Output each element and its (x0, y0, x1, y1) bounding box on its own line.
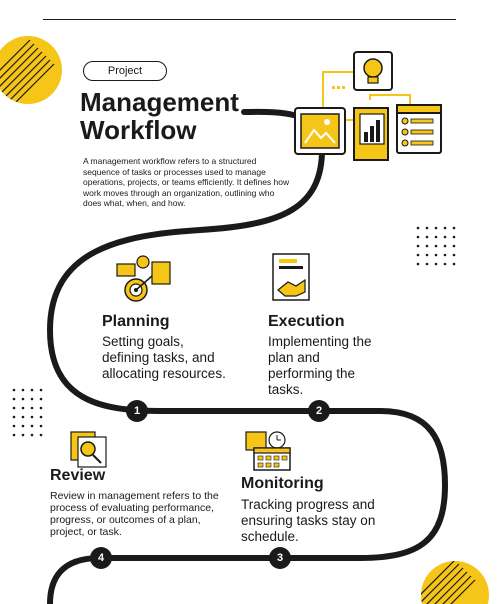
planning-title: Planning (102, 313, 170, 330)
step-marker-1: 1 (126, 400, 148, 422)
top-divider (43, 19, 456, 20)
decor-dot (452, 253, 456, 257)
decor-circle-top-left (0, 36, 62, 104)
decor-dot (443, 226, 447, 230)
decor-dot (21, 388, 25, 392)
review-text: Review in management refers to the proce… (50, 490, 219, 538)
decor-dot (434, 244, 438, 248)
connector-dots (332, 86, 345, 89)
decor-dot (39, 424, 43, 428)
lightbulb-icon (353, 51, 393, 91)
intro-text: A management workflow refers to a struct… (83, 156, 290, 208)
workflow-road (46, 108, 449, 604)
decor-dot (425, 235, 429, 239)
decor-dot (416, 262, 420, 266)
decor-dot (443, 262, 447, 266)
decor-dot (30, 415, 34, 419)
decor-dot (12, 406, 16, 410)
title-line-1: Management (80, 87, 239, 117)
chart-document-icon (353, 107, 389, 161)
decor-dot (425, 253, 429, 257)
decor-dot (30, 406, 34, 410)
monitoring-title: Monitoring (241, 475, 324, 492)
decor-dot (425, 226, 429, 230)
decor-dot (39, 406, 43, 410)
decor-dot (452, 235, 456, 239)
decor-dot (12, 424, 16, 428)
decor-dot (30, 388, 34, 392)
decor-dot (443, 244, 447, 248)
decor-circle-bottom-right (421, 561, 489, 604)
decor-dot (452, 244, 456, 248)
decor-dot (30, 433, 34, 437)
decor-dot (416, 253, 420, 257)
image-icon (294, 107, 346, 155)
decor-dot (39, 415, 43, 419)
decor-dot (434, 262, 438, 266)
decor-dot (434, 253, 438, 257)
decor-dot (434, 226, 438, 230)
decor-dot (21, 415, 25, 419)
decor-dot (443, 235, 447, 239)
decor-dot (21, 433, 25, 437)
decor-dot (39, 397, 43, 401)
checklist-icon (396, 104, 442, 154)
decor-dot (434, 235, 438, 239)
planning-text: Setting goals, defining tasks, and alloc… (102, 334, 226, 381)
decor-dot (30, 424, 34, 428)
decor-dot (21, 424, 25, 428)
decor-dot (12, 388, 16, 392)
step-marker-2: 2 (308, 400, 330, 422)
decor-dot (416, 244, 420, 248)
decor-dot (425, 244, 429, 248)
decor-dot (21, 406, 25, 410)
page-title: Management Workflow (80, 88, 239, 144)
decor-dot (12, 415, 16, 419)
review-title: Review (50, 467, 106, 484)
decor-dot (12, 397, 16, 401)
project-tag: Project (83, 61, 167, 81)
decor-dot (443, 253, 447, 257)
decor-dot (452, 262, 456, 266)
decor-dot (452, 226, 456, 230)
execution-text: Implementing the plan and performing the… (268, 334, 372, 397)
planning-target-icon (116, 255, 171, 302)
decor-dot (39, 433, 43, 437)
decor-dot (425, 262, 429, 266)
magnifier-icon (70, 431, 107, 468)
decor-dot (416, 226, 420, 230)
handshake-icon (272, 253, 310, 301)
title-line-2: Workflow (80, 115, 197, 145)
decor-dot (416, 235, 420, 239)
calendar-icon (245, 431, 291, 471)
decor-dot (39, 388, 43, 392)
step-marker-4: 4 (90, 547, 112, 569)
step-marker-3: 3 (269, 547, 291, 569)
decor-dot (21, 397, 25, 401)
dot-grid-left (12, 388, 43, 437)
monitoring-text: Tracking progress and ensuring tasks sta… (241, 497, 376, 544)
dot-grid-right (416, 226, 456, 266)
decor-dot (12, 433, 16, 437)
decor-dot (30, 397, 34, 401)
execution-title: Execution (268, 313, 345, 330)
